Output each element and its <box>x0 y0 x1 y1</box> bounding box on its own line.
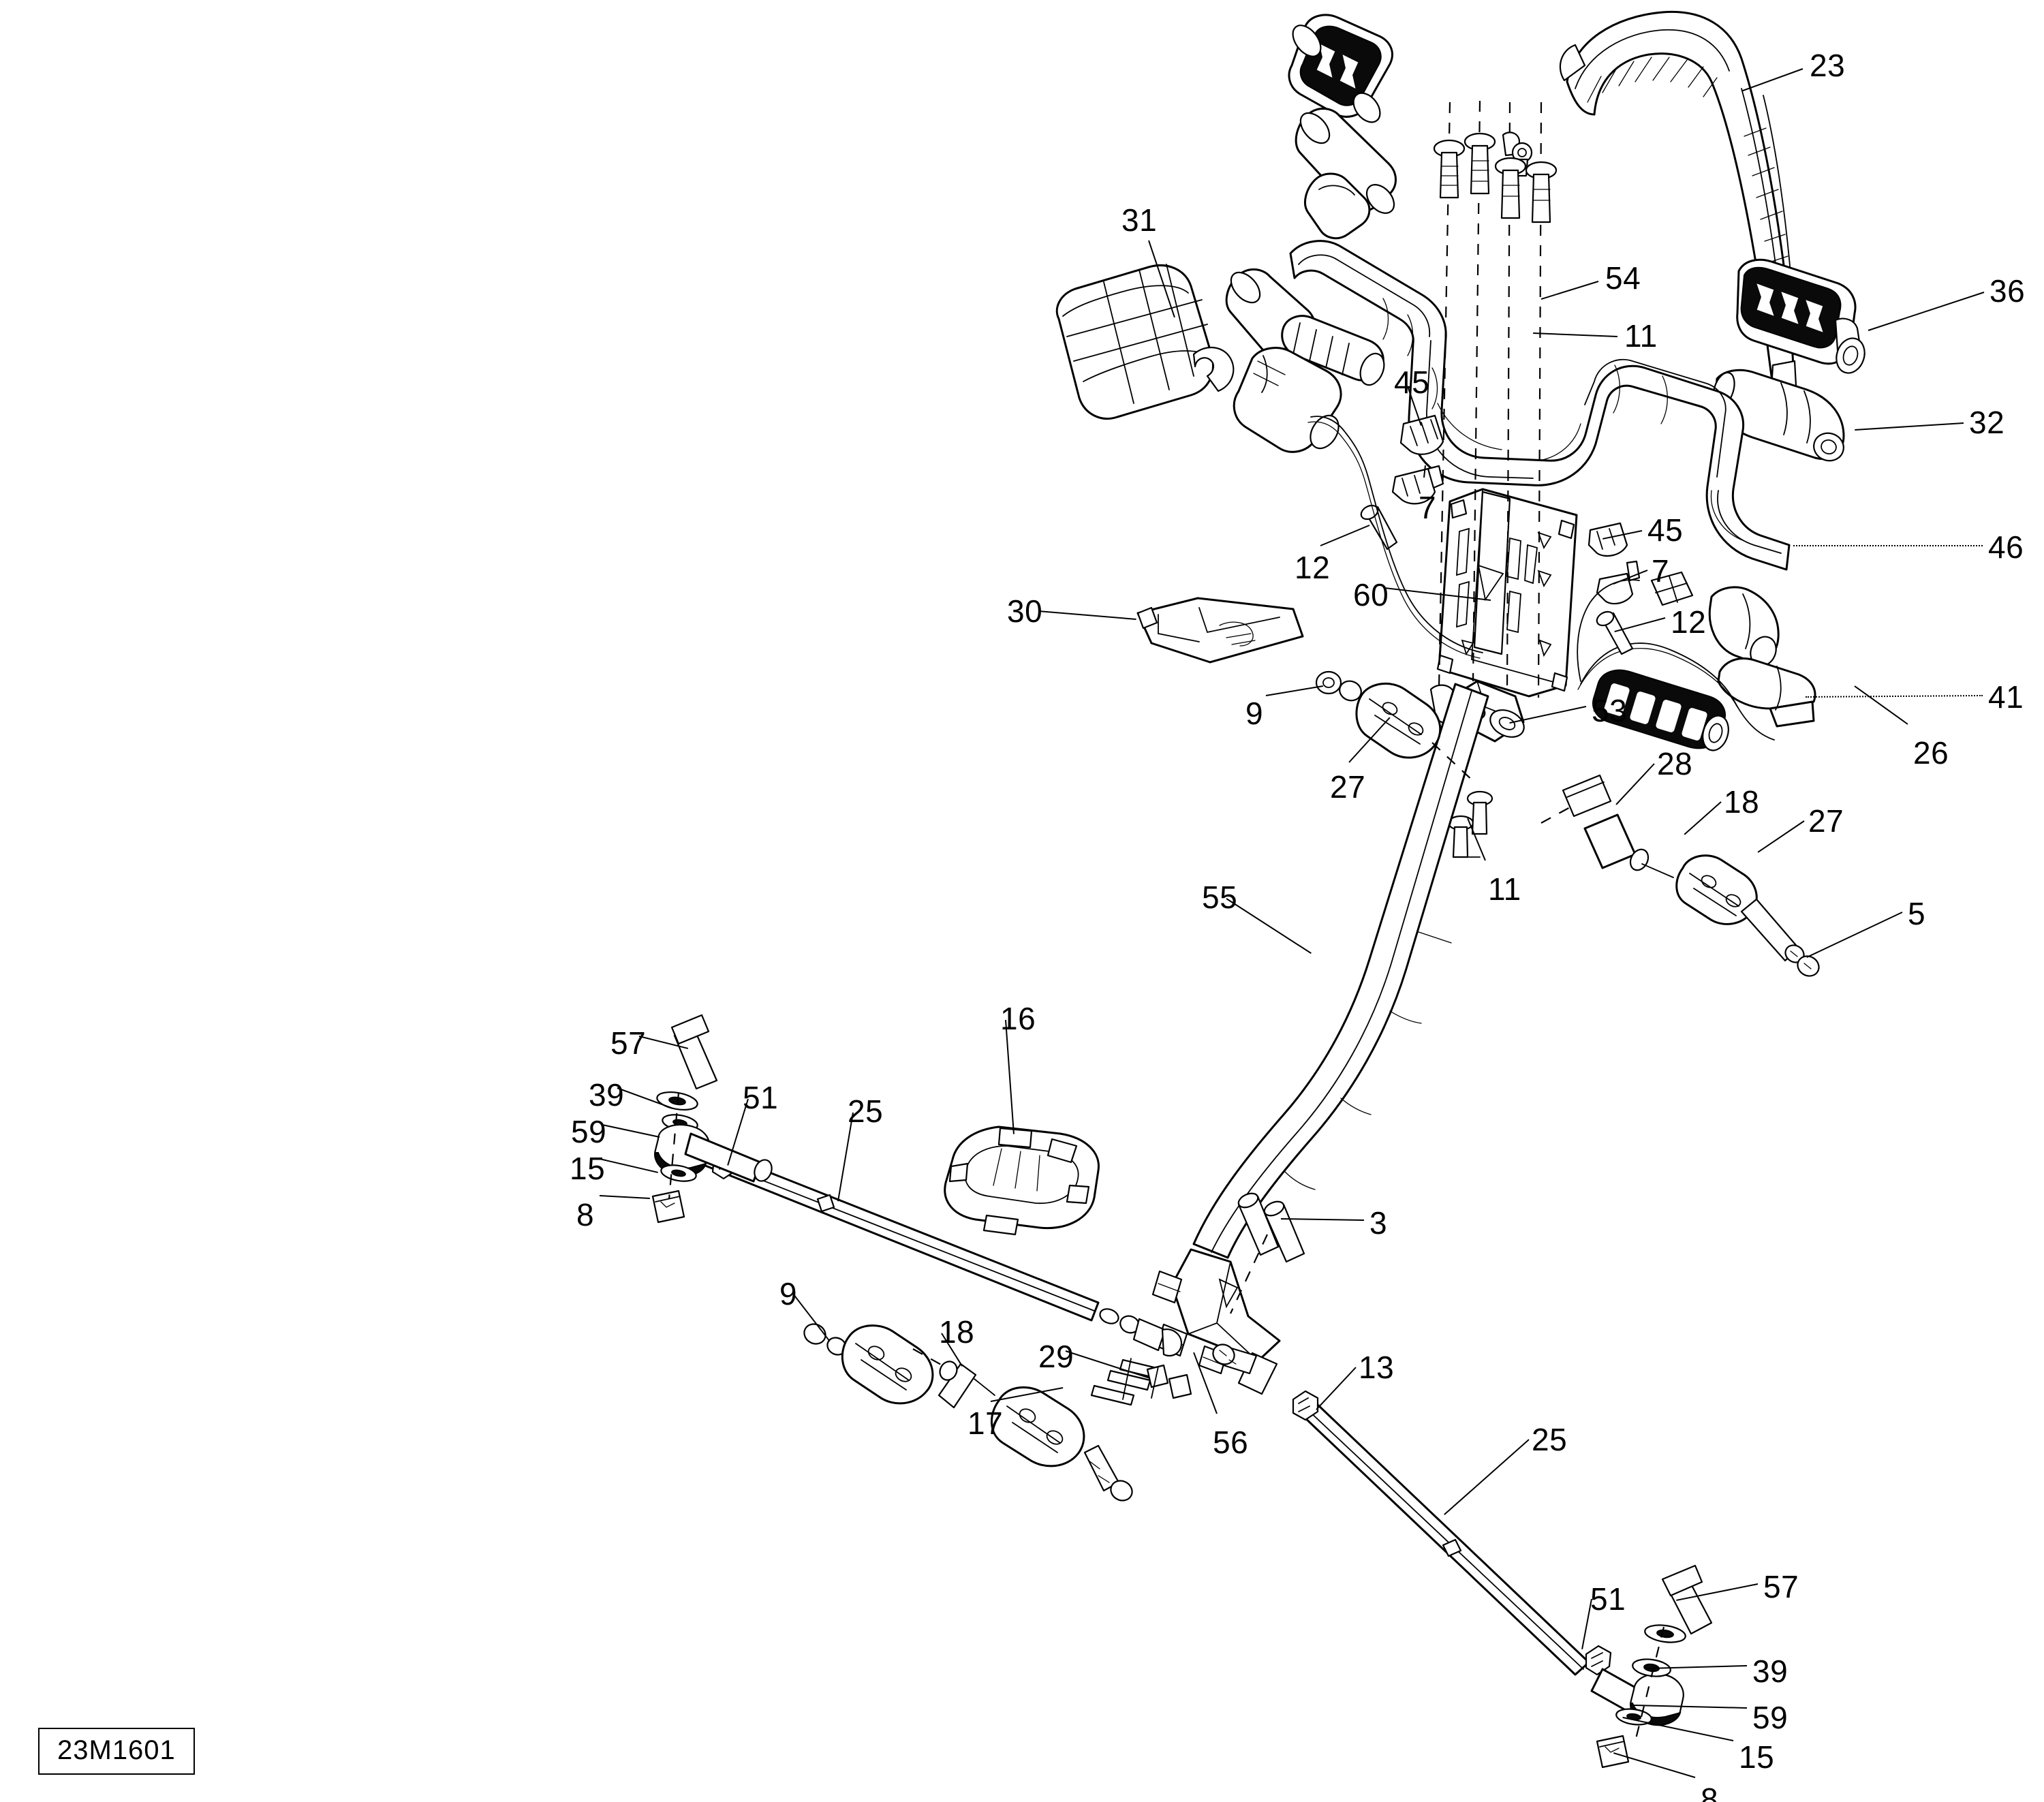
callout-number-26: 26 <box>1913 735 1949 771</box>
mounting-plate-illustration <box>1138 598 1303 662</box>
handlebar-endcap-illustration <box>1652 572 1780 670</box>
callout-number-18: 18 <box>1724 784 1760 820</box>
callout-number-5: 5 <box>1908 896 1926 931</box>
callout-number-57: 57 <box>1763 1569 1799 1604</box>
callout-number-27: 27 <box>1330 769 1366 805</box>
callout-number-31: 31 <box>1121 202 1158 238</box>
support-bracket-illustration <box>1438 489 1577 696</box>
callout-number-45: 45 <box>1394 364 1430 400</box>
callout-number-25: 25 <box>1532 1422 1568 1457</box>
callout-number-12: 12 <box>1295 550 1331 585</box>
callout-number-18: 18 <box>939 1314 975 1350</box>
callout-number-59: 59 <box>1752 1700 1788 1735</box>
spacer-bushing-illustration <box>1230 1191 1304 1314</box>
callout-number-7: 7 <box>1652 553 1670 589</box>
callout-number-16: 16 <box>1000 1001 1036 1036</box>
callout-number-53: 53 <box>1592 693 1628 728</box>
loose-grip-parts <box>1226 15 1399 454</box>
callout-number-12: 12 <box>1671 604 1707 640</box>
callout-number-27: 27 <box>1808 803 1844 839</box>
handlebar-pad-illustration <box>1057 264 1233 418</box>
callout-number-39: 39 <box>1752 1653 1788 1689</box>
callout-number-54: 54 <box>1605 260 1641 296</box>
upper-bolt-group <box>1434 101 1556 698</box>
callout-number-7: 7 <box>1419 490 1437 525</box>
callout-number-32: 32 <box>1969 405 2005 440</box>
callout-number-15: 15 <box>1739 1739 1775 1775</box>
steering-post-cover-illustration <box>945 1127 1099 1234</box>
callout-number-57: 57 <box>610 1025 647 1061</box>
grip-sleeve-illustration <box>1709 370 1847 465</box>
callout-number-60: 60 <box>1353 577 1389 612</box>
steering-column-illustration <box>1153 684 1488 1373</box>
callout-number-56: 56 <box>1213 1425 1249 1460</box>
callout-number-11: 11 <box>1488 871 1521 907</box>
diagram-code-text: 23M1601 <box>57 1735 176 1765</box>
screw-parts <box>1359 503 1632 654</box>
callout-number-23: 23 <box>1810 48 1846 83</box>
callout-number-59: 59 <box>571 1114 607 1149</box>
callout-number-29: 29 <box>1038 1339 1074 1374</box>
callout-number-11: 11 <box>1624 318 1658 354</box>
callout-number-28: 28 <box>1657 746 1693 781</box>
callout-number-41: 41 <box>1988 679 2024 715</box>
callout-number-45: 45 <box>1647 512 1684 548</box>
tie-rod-left-illustration <box>653 1015 1181 1356</box>
diagram-code-box: 23M1601 <box>38 1728 195 1775</box>
heated-grip-sleeve-illustration <box>1578 643 1815 754</box>
callout-number-9: 9 <box>779 1276 798 1311</box>
cable-runs <box>1308 416 1639 681</box>
tie-rod-right-illustration <box>1209 1341 1712 1767</box>
callout-number-39: 39 <box>589 1077 625 1113</box>
callout-number-8: 8 <box>576 1197 595 1232</box>
cable-clamps-illustration <box>1393 416 1639 604</box>
upper-linkage-illustration <box>1316 672 1823 980</box>
callout-number-51: 51 <box>1590 1581 1626 1617</box>
handlebar-tube-illustration <box>1290 241 1789 570</box>
callout-number-8: 8 <box>1701 1782 1719 1802</box>
grip-right-illustration <box>1737 260 1869 377</box>
callout-number-17: 17 <box>967 1405 1004 1441</box>
callout-number-36: 36 <box>1989 273 2026 309</box>
callout-number-25: 25 <box>848 1093 884 1129</box>
callout-number-13: 13 <box>1359 1350 1395 1385</box>
callout-number-46: 46 <box>1988 529 2024 565</box>
lower-ball-joint-illustration <box>801 1320 1135 1504</box>
callout-number-55: 55 <box>1202 880 1238 915</box>
callout-number-15: 15 <box>570 1151 606 1186</box>
leader-line-46 <box>1793 545 1983 546</box>
callout-number-51: 51 <box>743 1080 779 1115</box>
callout-number-9: 9 <box>1245 696 1264 731</box>
shim-washer-illustration <box>1091 1358 1191 1405</box>
callout-number-30: 30 <box>1007 593 1043 629</box>
callout-number-3: 3 <box>1369 1205 1388 1241</box>
